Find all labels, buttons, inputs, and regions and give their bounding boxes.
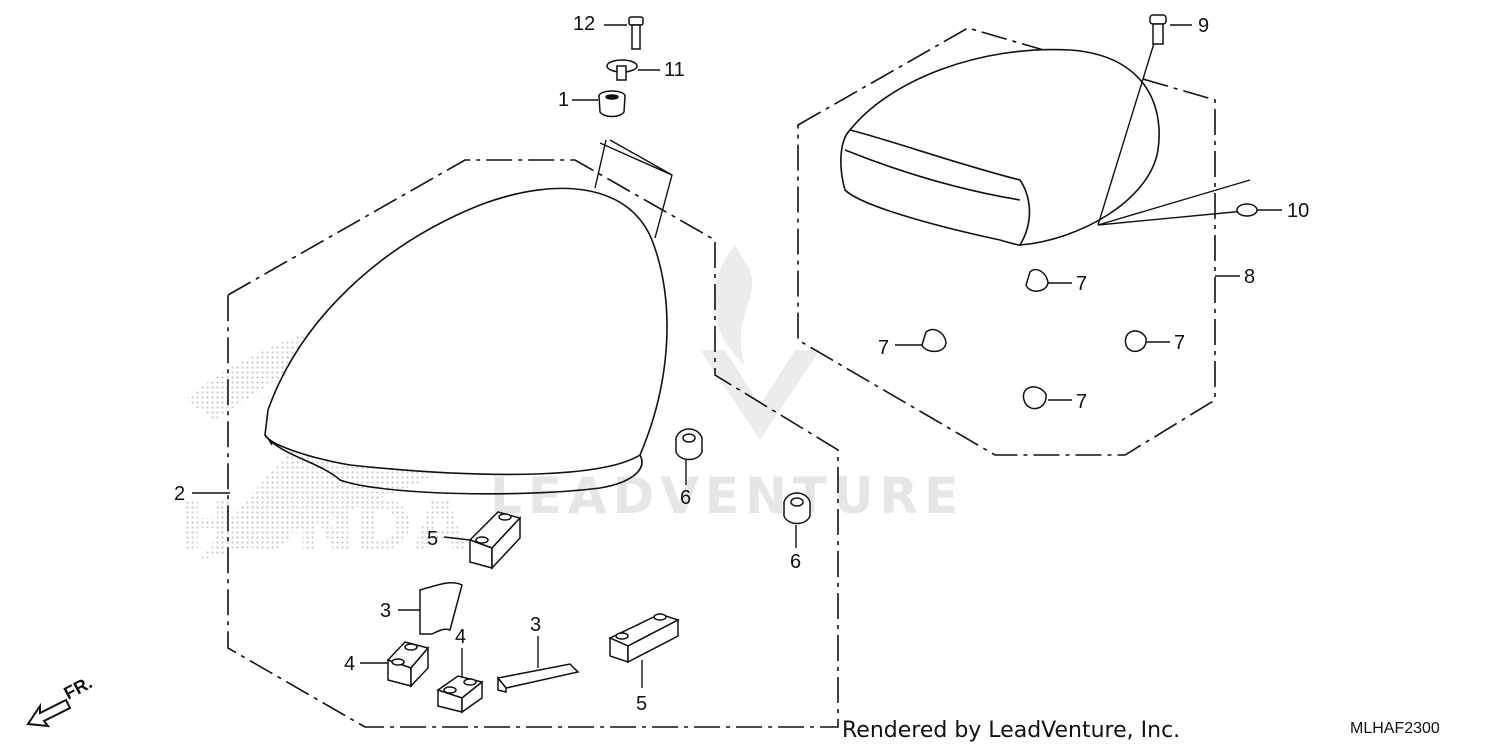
cushion-part-7-b bbox=[921, 328, 947, 353]
callout-5-a: 5 bbox=[427, 528, 438, 550]
honda-watermark: HONDA bbox=[178, 485, 467, 567]
leader-lines bbox=[192, 24, 1282, 688]
callout-7-a: 7 bbox=[1076, 273, 1087, 295]
callout-4-b: 4 bbox=[455, 626, 466, 648]
callout-7-b: 7 bbox=[878, 337, 889, 359]
callout-11: 11 bbox=[664, 59, 685, 81]
grommet-part-1 bbox=[598, 90, 626, 118]
callout-7-d: 7 bbox=[1076, 391, 1087, 413]
washer-part-10 bbox=[1236, 203, 1258, 217]
pad-part-3-b bbox=[496, 663, 580, 693]
callout-5-b: 5 bbox=[636, 693, 647, 715]
callout-9: 9 bbox=[1198, 15, 1209, 37]
callout-4-a: 4 bbox=[344, 653, 355, 675]
callout-6-b: 6 bbox=[790, 551, 801, 573]
leadventure-logo-watermark bbox=[700, 245, 820, 440]
block-part-4-a bbox=[386, 641, 430, 688]
bolt-part-12 bbox=[628, 16, 644, 50]
callout-6-a: 6 bbox=[680, 487, 691, 509]
cushion-part-7-d bbox=[1022, 386, 1047, 410]
cushion-part-7-c bbox=[1124, 330, 1147, 353]
cushion-part-6-b bbox=[783, 492, 811, 525]
collar-part-11 bbox=[606, 59, 638, 81]
cushion-part-6-a bbox=[675, 428, 703, 461]
rear-seat bbox=[840, 48, 1160, 246]
front-label: FR. bbox=[60, 672, 95, 703]
diagram-code: MLHAF2300 bbox=[1350, 720, 1440, 737]
callout-2: 2 bbox=[174, 483, 185, 505]
cushion-part-7-a bbox=[1025, 268, 1049, 292]
block-part-5-a bbox=[468, 511, 522, 570]
callout-1: 1 bbox=[558, 89, 569, 111]
front-direction-arrow: FR. bbox=[26, 672, 95, 728]
block-part-5-b bbox=[608, 613, 680, 664]
callout-12: 12 bbox=[573, 13, 595, 35]
render-credit: Rendered by LeadVenture, Inc. bbox=[842, 718, 1181, 743]
callout-3-b: 3 bbox=[530, 614, 541, 636]
rear-seat-group-border bbox=[797, 27, 1216, 456]
leadventure-watermark: LEADVENTURE bbox=[490, 467, 964, 525]
callout-3-a: 3 bbox=[380, 600, 391, 622]
front-seat-group-border bbox=[227, 159, 839, 728]
callout-8: 8 bbox=[1244, 266, 1255, 288]
callout-7-c: 7 bbox=[1174, 332, 1185, 354]
bolt-part-9 bbox=[1149, 14, 1167, 45]
block-part-4-b bbox=[436, 675, 484, 714]
callout-10: 10 bbox=[1287, 200, 1309, 222]
front-seat bbox=[264, 187, 668, 495]
pad-part-3-a bbox=[419, 582, 463, 635]
